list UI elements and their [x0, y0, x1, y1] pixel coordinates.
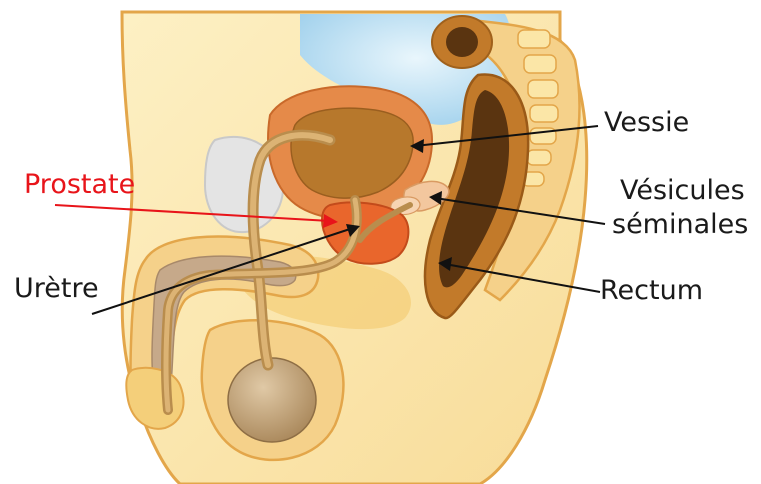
- label-vessie: Vessie: [604, 108, 689, 138]
- glans: [126, 368, 183, 429]
- testis: [228, 358, 316, 442]
- label-prostate: Prostate: [24, 170, 135, 200]
- label-rectum: Rectum: [600, 276, 703, 306]
- label-vesicules-line1: Vésicules: [620, 176, 745, 206]
- label-uretre: Urètre: [14, 274, 99, 304]
- label-vesicules-line2: séminales: [612, 210, 748, 240]
